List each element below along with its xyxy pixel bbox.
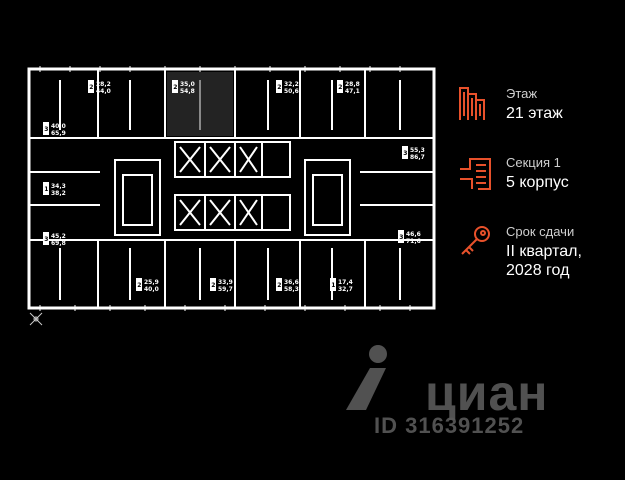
- apartment-rooms-box: [43, 122, 49, 135]
- apartment-living-area: 35,0: [180, 81, 195, 88]
- cian-logo-icon: [346, 345, 387, 410]
- floor-info: Этаж 21 этаж: [458, 86, 618, 136]
- watermark-listing-id: ID 316391252: [374, 413, 525, 438]
- apartment-rooms-box: [398, 230, 404, 243]
- apartment-living-area: 40,0: [51, 123, 66, 130]
- apartment-total-area: 38,2: [51, 190, 66, 197]
- delivery-value-line1: II квартал,: [506, 243, 582, 260]
- apartment-rooms-box: [172, 80, 178, 93]
- apartment-living-area: 17,4: [338, 279, 353, 286]
- window-marks: [39, 66, 411, 311]
- apartment-total-area: 59,7: [218, 286, 233, 293]
- apartment-rooms: 3: [44, 126, 48, 133]
- apartment-total-area: 50,6: [284, 88, 299, 95]
- apartment-rooms: 3: [399, 234, 403, 241]
- apartment-rooms-box: [276, 278, 282, 291]
- apartment-total-area: 86,7: [410, 154, 425, 161]
- apartment-total-area: 71,6: [406, 238, 421, 245]
- apartment-total-area: 65,9: [51, 130, 66, 137]
- apartment-rooms-box: [276, 80, 282, 93]
- apartment-total-area: 47,1: [345, 88, 360, 95]
- apartment-rooms: 2: [211, 282, 215, 289]
- apartment-living-area: 25,9: [144, 279, 159, 286]
- apartment-total-area: 69,8: [51, 240, 66, 247]
- apartment-rooms: 3: [403, 150, 407, 157]
- apartment-rooms-box: [43, 182, 49, 195]
- apartment-total-area: 32,7: [338, 286, 353, 293]
- apartment-rooms: 1: [44, 186, 48, 193]
- compass-icon: [29, 312, 43, 326]
- floor-label: Этаж: [506, 86, 538, 101]
- key-icon: [461, 226, 490, 255]
- delivery-label: Срок сдачи: [506, 224, 575, 239]
- apartment-total-area: 40,0: [144, 286, 159, 293]
- apartment-rooms: 2: [173, 84, 177, 91]
- apartment-rooms-box: [330, 278, 336, 291]
- apartment-living-area: 55,3: [410, 147, 425, 154]
- floor-icon: [459, 87, 485, 120]
- section-value: 5 корпус: [506, 174, 569, 191]
- apartment-rooms: 2: [277, 282, 281, 289]
- apartment-living-area: 45,2: [51, 233, 66, 240]
- apartment-living-area: 46,6: [406, 231, 421, 238]
- apartment-rooms: 2: [89, 84, 93, 91]
- delivery-value-line2: 2028 год: [506, 262, 570, 279]
- section-label: Секция 1: [506, 155, 561, 170]
- apartment-total-area: 58,3: [284, 286, 299, 293]
- apartment-rooms: 3: [44, 236, 48, 243]
- outer-wall: [27, 67, 436, 310]
- apartment-living-area: 28,8: [345, 81, 360, 88]
- apartment-living-area: 33,9: [218, 279, 233, 286]
- apartment-living-area: 36,6: [284, 279, 299, 286]
- watermark-brand: циан: [425, 365, 549, 421]
- apartment-rooms: 2: [137, 282, 141, 289]
- apartment-rooms: 1: [331, 282, 335, 289]
- apartment-living-area: 32,2: [284, 81, 299, 88]
- apartment-rooms: 2: [338, 84, 342, 91]
- apartment-living-area: 34,3: [51, 183, 66, 190]
- delivery-info: Срок сдачи II квартал, 2028 год: [458, 224, 618, 294]
- floor-value: 21 этаж: [506, 105, 563, 122]
- apartment-living-area: 28,2: [96, 81, 111, 88]
- apartment-rooms-box: [43, 232, 49, 245]
- apartment-rooms-box: [337, 80, 343, 93]
- apartment-rooms: 2: [277, 84, 281, 91]
- apartment-total-area: 54,8: [180, 88, 195, 95]
- apartment-rooms-box: [402, 146, 408, 159]
- section-info: Секция 1 5 корпус: [458, 155, 618, 205]
- apartment-total-area: 44,0: [96, 88, 111, 95]
- apartment-rooms-box: [210, 278, 216, 291]
- section-icon: [460, 158, 491, 190]
- building-core: [114, 141, 351, 236]
- delivery-value: II квартал, 2028 год: [506, 242, 582, 280]
- apartment-rooms-box: [136, 278, 142, 291]
- apartment-rooms-box: [88, 80, 94, 93]
